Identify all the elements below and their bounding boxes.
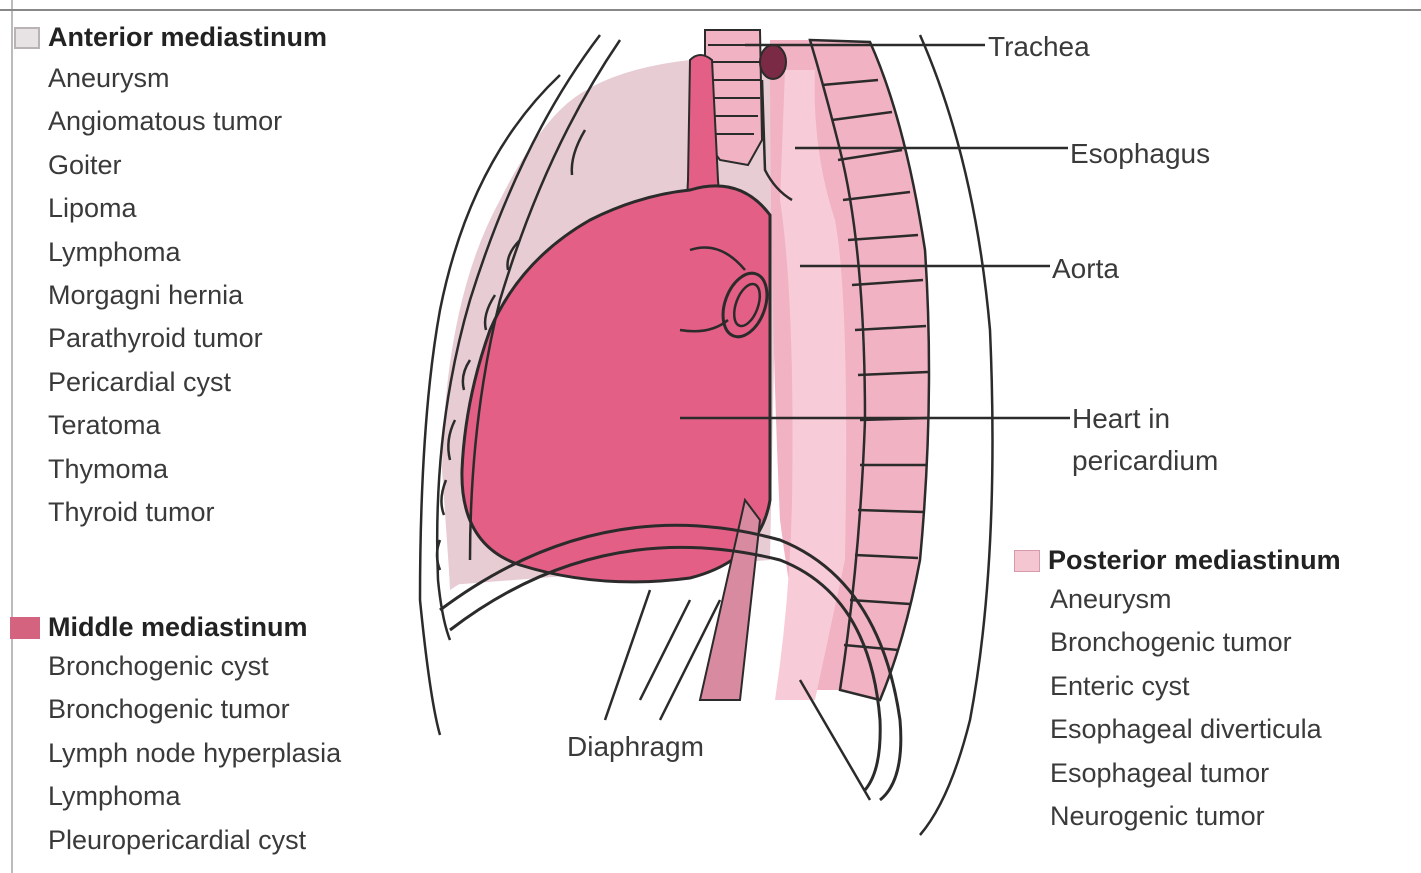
anterior-item: Goiter: [48, 144, 327, 187]
posterior-item: Aneurysm: [1050, 578, 1341, 621]
posterior-item: Esophageal tumor: [1050, 752, 1341, 795]
middle-title: Middle mediastinum: [48, 612, 308, 643]
posterior-item: Neurogenic tumor: [1050, 795, 1341, 838]
posterior-chest-wall: [920, 35, 993, 835]
posterior-title-row: Posterior mediastinum: [1014, 545, 1341, 576]
middle-swatch: [10, 617, 40, 639]
anterior-title: Anterior mediastinum: [48, 22, 327, 53]
anterior-panel: Anterior mediastinum AneurysmAngiomatous…: [14, 22, 327, 534]
label-heart-line1: Heart in: [1072, 403, 1170, 434]
posterior-item: Enteric cyst: [1050, 665, 1341, 708]
posterior-list: AneurysmBronchogenic tumorEnteric cystEs…: [1050, 578, 1341, 838]
anterior-item: Thyroid tumor: [48, 491, 327, 534]
anterior-item: Aneurysm: [48, 57, 327, 100]
posterior-title: Posterior mediastinum: [1048, 545, 1341, 576]
middle-item: Lymph node hyperplasia: [48, 732, 341, 775]
label-heart-line2: pericardium: [1072, 445, 1218, 476]
anterior-item: Lipoma: [48, 187, 327, 230]
posterior-panel: Posterior mediastinum AneurysmBronchogen…: [1014, 545, 1341, 838]
anterior-item: Angiomatous tumor: [48, 100, 327, 143]
anterior-item: Parathyroid tumor: [48, 317, 327, 360]
middle-item: Bronchogenic cyst: [48, 645, 341, 688]
middle-item: Pleuropericardial cyst: [48, 819, 341, 862]
label-aorta: Aorta: [1052, 253, 1119, 284]
esophagus-lumen: [760, 45, 786, 79]
anterior-list: AneurysmAngiomatous tumorGoiterLipomaLym…: [48, 57, 327, 534]
leader-diaphragm: [605, 590, 650, 720]
posterior-swatch: [1014, 550, 1040, 572]
middle-item: Bronchogenic tumor: [48, 688, 341, 731]
middle-list: Bronchogenic cystBronchogenic tumorLymph…: [48, 645, 341, 862]
label-diaphragm: Diaphragm: [567, 731, 704, 762]
anterior-swatch: [14, 27, 40, 49]
middle-item: Lymphoma: [48, 775, 341, 818]
label-esophagus: Esophagus: [1070, 138, 1210, 169]
anterior-item: Teratoma: [48, 404, 327, 447]
posterior-item: Esophageal diverticula: [1050, 708, 1341, 751]
anterior-item: Pericardial cyst: [48, 361, 327, 404]
label-trachea: Trachea: [988, 31, 1090, 62]
posterior-item: Bronchogenic tumor: [1050, 621, 1341, 664]
middle-panel: Middle mediastinum Bronchogenic cystBron…: [10, 612, 341, 862]
anterior-title-row: Anterior mediastinum: [14, 22, 327, 53]
anterior-item: Morgagni hernia: [48, 274, 327, 317]
middle-title-row: Middle mediastinum: [10, 612, 341, 643]
anterior-item: Thymoma: [48, 448, 327, 491]
anterior-item: Lymphoma: [48, 231, 327, 274]
